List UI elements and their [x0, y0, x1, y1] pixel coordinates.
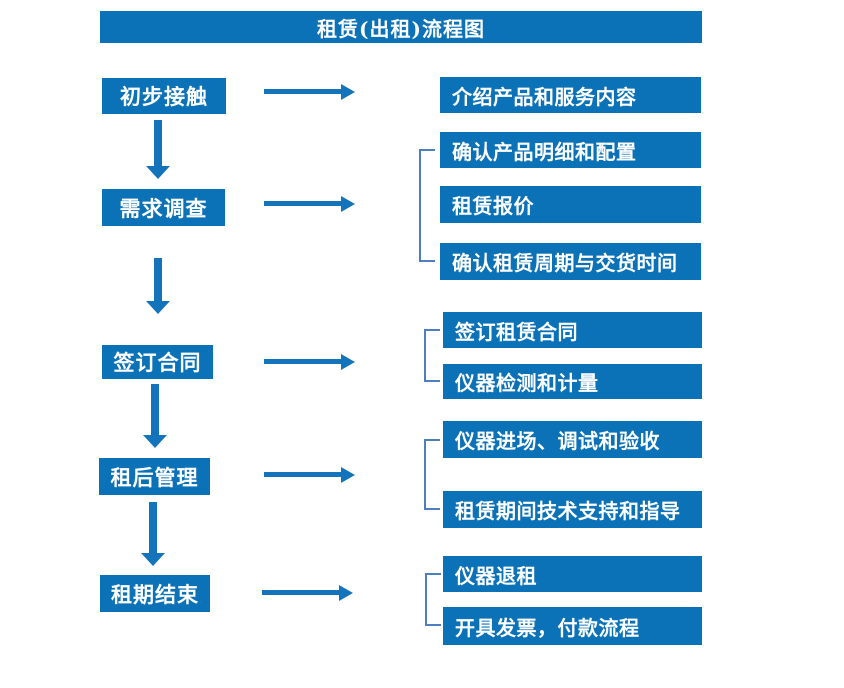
detail-box-invoice-payment: 开具发票，付款流程 [443, 607, 702, 645]
group-bracket-icon [425, 573, 441, 626]
arrow-right-icon [262, 585, 353, 601]
arrow-shaft [264, 89, 343, 94]
arrow-shaft [262, 590, 341, 595]
detail-box-rental-quote: 租赁报价 [440, 186, 701, 223]
flowchart-title: 租赁(出租)流程图 [100, 11, 702, 43]
arrow-right-icon [264, 354, 355, 370]
arrow-down-icon [146, 120, 170, 179]
arrow-head [339, 585, 353, 601]
detail-box-rental-tech-support: 租赁期间技术支持和指导 [443, 491, 702, 528]
detail-box-introduce-products: 介绍产品和服务内容 [440, 77, 701, 113]
group-bracket-icon [424, 439, 440, 510]
detail-box-confirm-product-config: 确认产品明细和配置 [440, 132, 701, 168]
arrow-head [146, 166, 170, 179]
step-box-rental-end: 租期结束 [100, 575, 210, 612]
arrow-head [146, 301, 170, 314]
detail-box-confirm-period-delivery: 确认租赁周期与交货时间 [440, 243, 701, 280]
detail-box-instrument-return: 仪器退租 [443, 556, 702, 592]
step-box-sign-contract: 签订合同 [102, 345, 213, 379]
arrow-down-icon [146, 258, 170, 314]
arrow-head [341, 196, 355, 212]
arrow-right-icon [264, 467, 355, 483]
arrow-shaft [154, 258, 162, 301]
group-bracket-icon [419, 149, 435, 262]
group-bracket-icon [424, 329, 440, 382]
arrow-right-icon [264, 84, 355, 100]
arrow-shaft [151, 384, 159, 435]
detail-box-instrument-testing: 仪器检测和计量 [443, 364, 702, 399]
arrow-right-icon [264, 196, 355, 212]
arrow-head [141, 553, 165, 566]
arrow-down-icon [141, 502, 165, 566]
arrow-shaft [264, 201, 343, 206]
step-box-post-rental-management: 租后管理 [99, 458, 210, 495]
detail-box-instrument-setup-acceptance: 仪器进场、调试和验收 [443, 421, 702, 458]
arrow-shaft [149, 502, 157, 553]
arrow-head [341, 84, 355, 100]
detail-box-sign-rental-contract: 签订租赁合同 [443, 312, 702, 348]
arrow-shaft [154, 120, 162, 166]
step-box-initial-contact: 初步接触 [102, 78, 226, 114]
arrow-head [143, 435, 167, 448]
arrow-shaft [264, 359, 343, 364]
arrow-head [341, 354, 355, 370]
step-box-demand-survey: 需求调查 [102, 189, 225, 226]
arrow-down-icon [143, 384, 167, 448]
arrow-head [341, 467, 355, 483]
arrow-shaft [264, 472, 343, 477]
